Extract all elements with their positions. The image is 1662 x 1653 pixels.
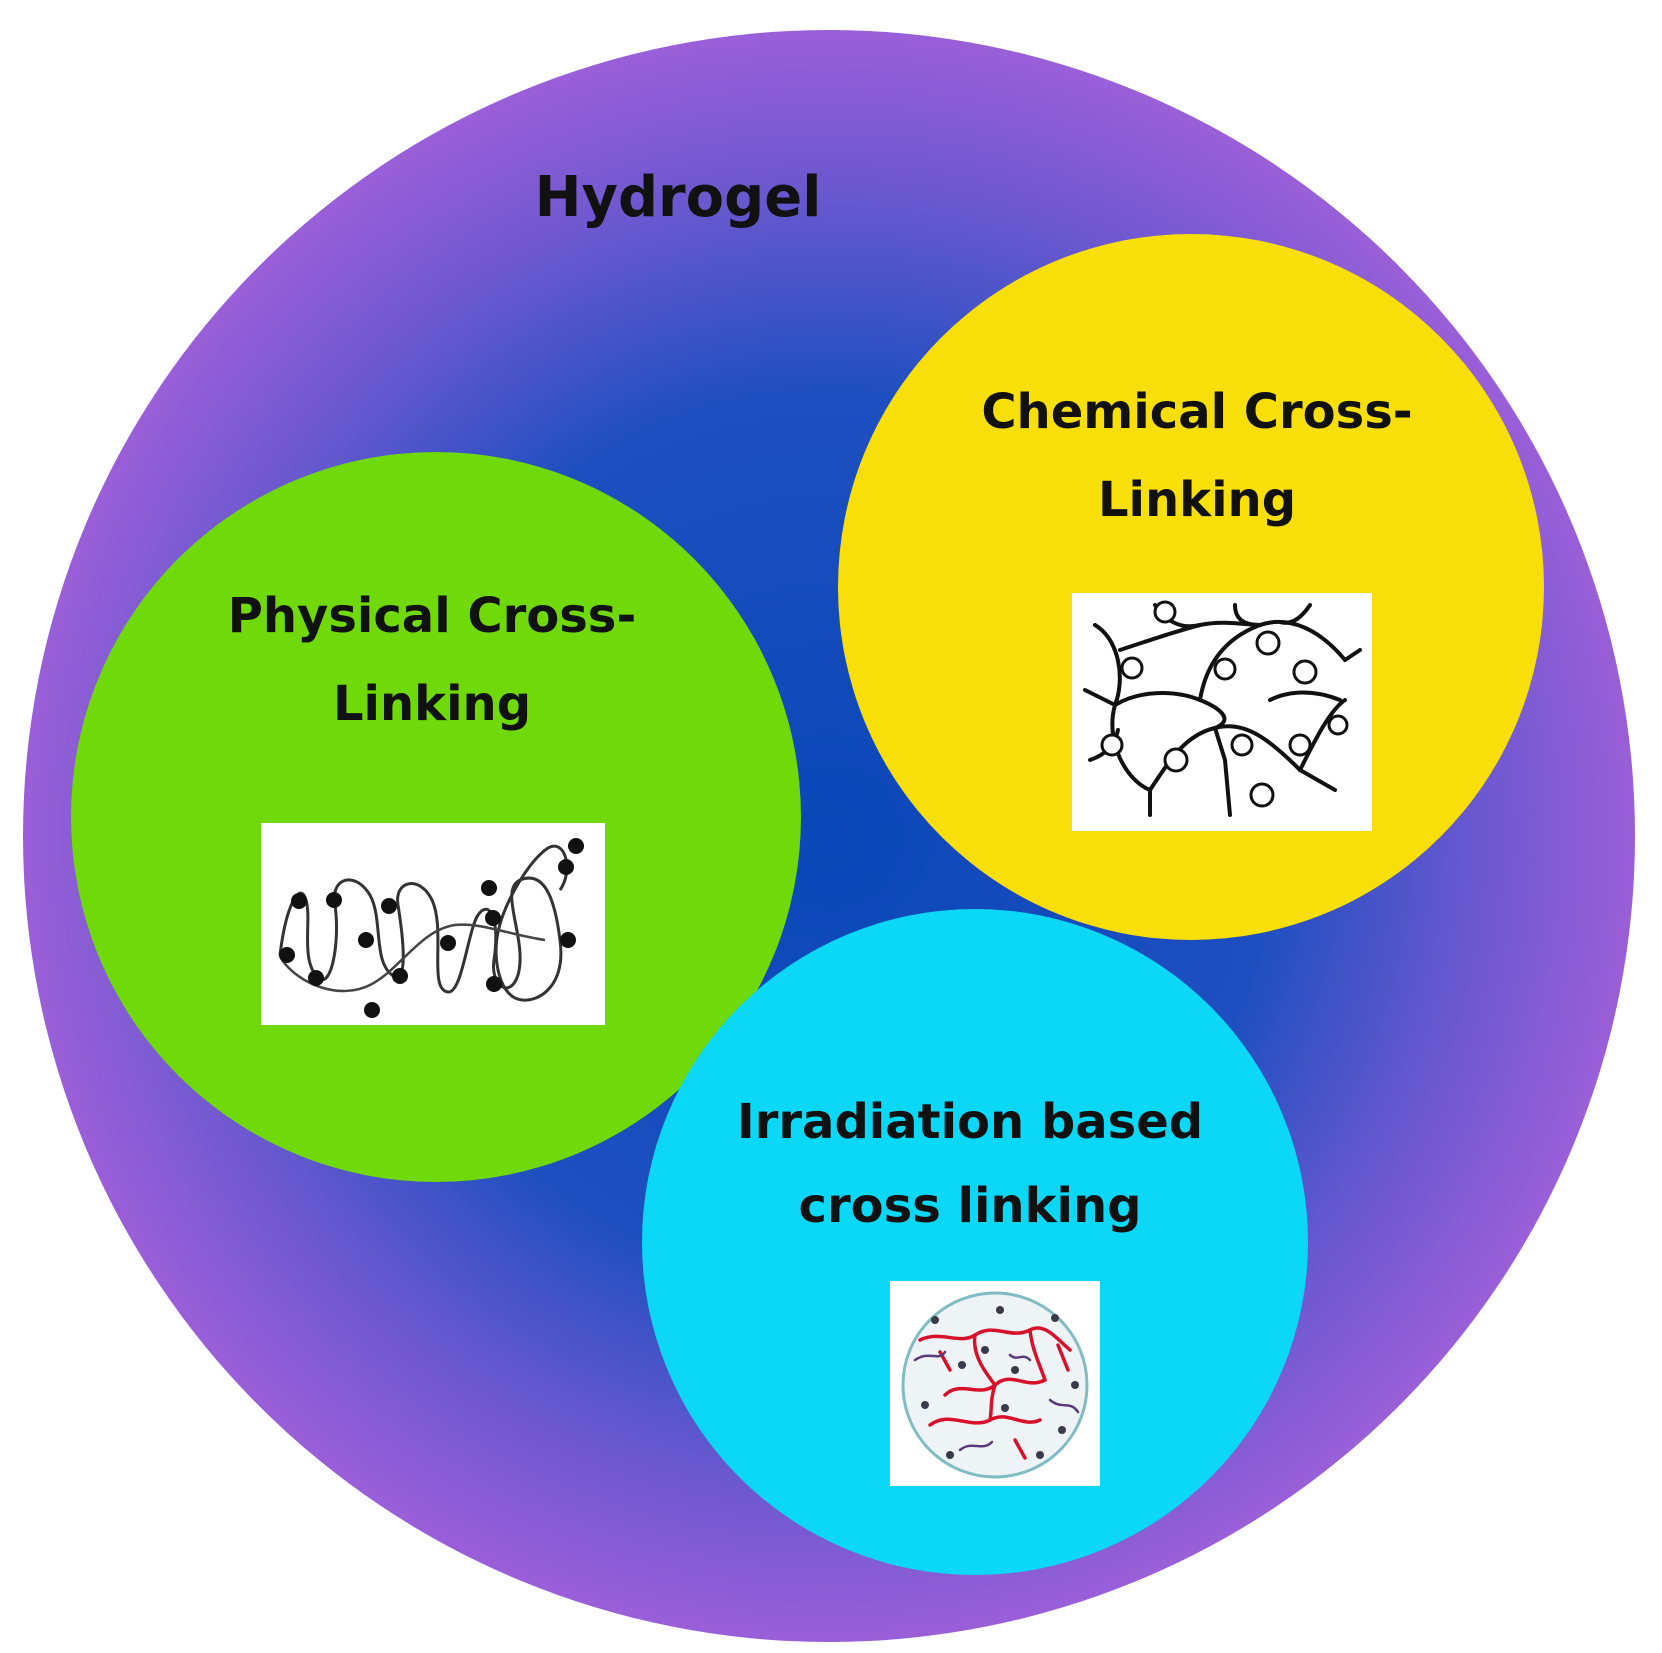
irradiation-label-line2: cross linking (799, 1178, 1142, 1234)
irradiation-network-illustration (890, 1281, 1100, 1486)
chemical-network-illustration (1072, 593, 1372, 831)
chemical-crosslinking-circle (838, 234, 1544, 940)
hydrogel-label: Hydrogel (535, 165, 822, 230)
physical-network-illustration (261, 823, 605, 1025)
chemical-label-line2: Linking (1098, 472, 1296, 528)
physical-label-line2: Linking (333, 676, 531, 732)
chemical-label-line1: Chemical Cross- (981, 384, 1412, 440)
physical-crosslinking-group: Physical Cross- Linking (71, 452, 801, 1182)
irradiation-crosslinking-group: Irradiation based cross linking (642, 909, 1308, 1575)
irradiation-label-line1: Irradiation based (737, 1094, 1203, 1150)
chemical-crosslinking-group: Chemical Cross- Linking (838, 234, 1544, 940)
physical-crosslinking-circle (71, 452, 801, 1182)
irradiation-crosslinking-circle (642, 909, 1308, 1575)
physical-label-line1: Physical Cross- (228, 588, 637, 644)
